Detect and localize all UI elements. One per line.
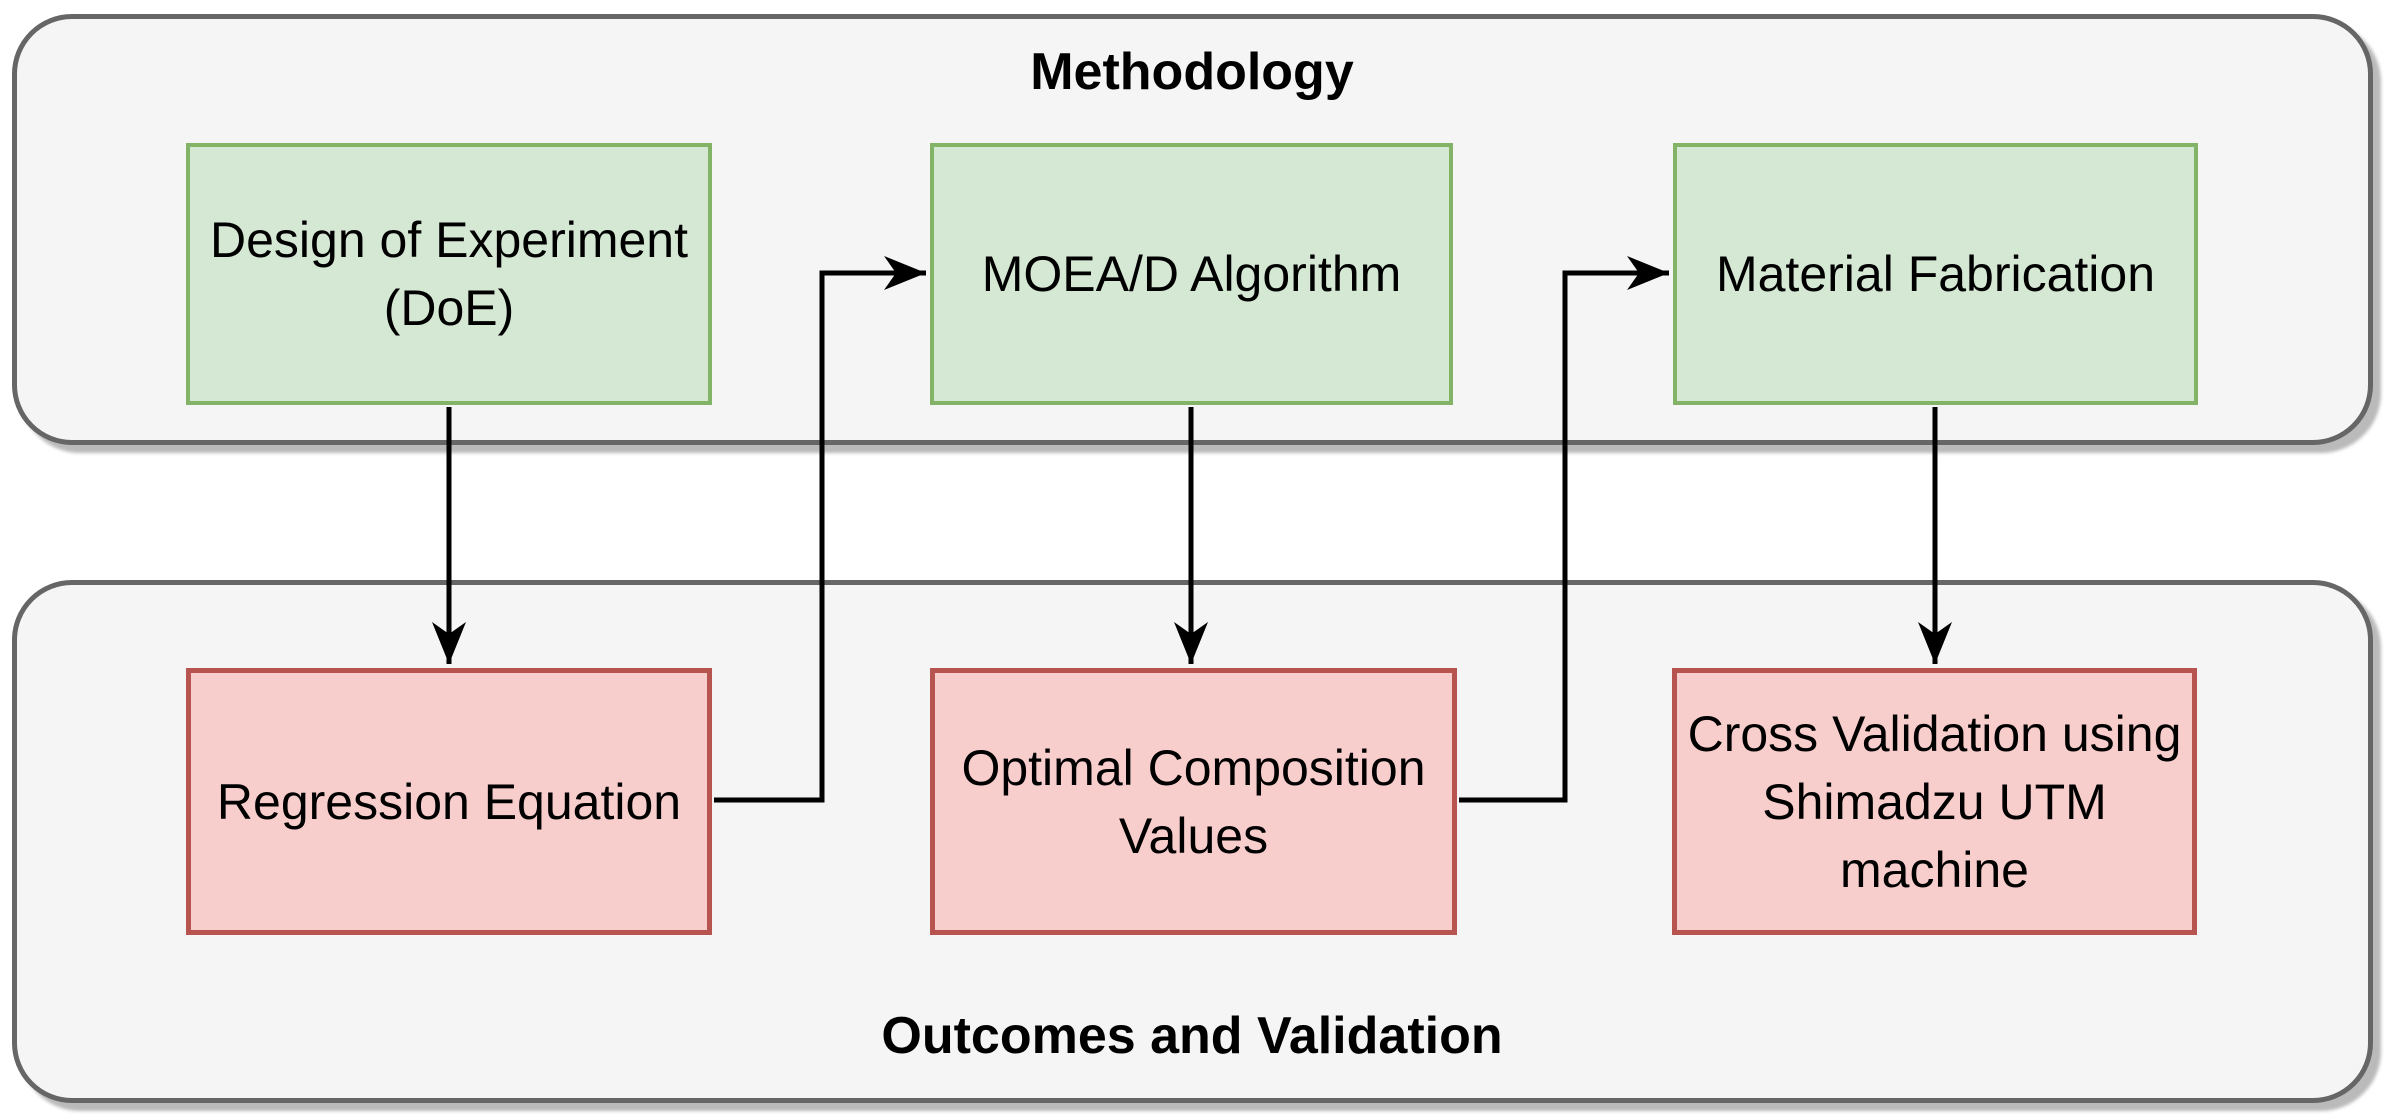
box-optimal-composition-values: Optimal Composition Values bbox=[930, 668, 1457, 935]
box-optimal-composition-values-label: Optimal Composition Values bbox=[961, 739, 1426, 864]
box-regression-equation: Regression Equation bbox=[186, 668, 712, 935]
box-material-fabrication-label: Material Fabrication bbox=[1715, 246, 2156, 302]
box-moead-algorithm: MOEA/D Algorithm bbox=[930, 143, 1453, 405]
box-design-of-experiment: Design of Experiment (DoE) bbox=[186, 143, 712, 405]
box-regression-equation-label: Regression Equation bbox=[216, 773, 682, 830]
outcomes-title: Outcomes and Validation bbox=[881, 1007, 1503, 1065]
box-cross-validation: Cross Validation using Shimadzu UTM mach… bbox=[1672, 668, 2197, 935]
box-cross-validation-label: Cross Validation using Shimadzu UTM mach… bbox=[1687, 705, 2182, 898]
box-moead-algorithm-label: MOEA/D Algorithm bbox=[981, 246, 1402, 302]
methodology-title: Methodology bbox=[1030, 43, 1354, 101]
box-material-fabrication: Material Fabrication bbox=[1673, 143, 2198, 405]
box-design-of-experiment-label: Design of Experiment (DoE) bbox=[209, 212, 688, 336]
